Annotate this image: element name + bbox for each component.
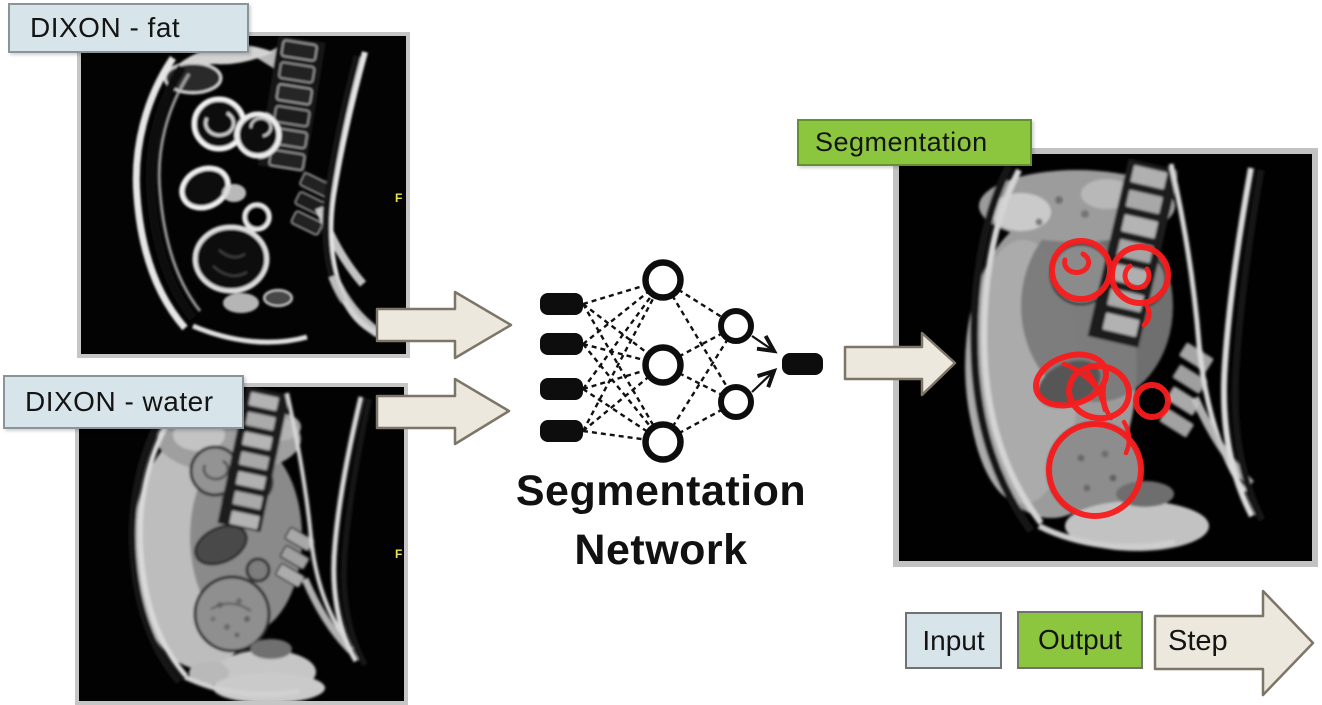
mri-segmentation-frame — [893, 148, 1318, 567]
mri-fat-anatomy — [132, 36, 388, 345]
label-dixon-fat: DIXON - fat — [8, 3, 249, 53]
network-output-node — [782, 353, 823, 375]
legend-step-text: Step — [1168, 625, 1228, 657]
legend-input-box: Input — [905, 612, 1002, 669]
legend-output-box: Output — [1017, 611, 1143, 669]
network-edges-layer2 — [661, 278, 738, 444]
mri-fat-image: F — [81, 36, 406, 354]
orientation-marker-water: F — [395, 547, 402, 561]
network-hidden2-nodes — [718, 308, 754, 420]
mri-fat-frame: F — [77, 32, 410, 358]
mri-segmentation-image — [899, 154, 1312, 561]
orientation-marker-fat: F — [395, 191, 402, 205]
network-input-nodes — [540, 293, 583, 442]
mri-water-image: F — [79, 387, 404, 701]
legend-input-text: Input — [922, 624, 985, 656]
network-title: Segmentation Network — [441, 462, 881, 581]
segmentation-contours — [1032, 238, 1171, 519]
legend-output-text: Output — [1037, 624, 1123, 655]
label-dixon-water: DIXON - water — [3, 375, 244, 429]
network-edges-layer1 — [581, 278, 665, 444]
network-edges-output — [751, 334, 778, 393]
network-title-line1: Segmentation — [515, 467, 807, 515]
network-title-line2: Network — [574, 526, 748, 575]
label-dixon-water-text: DIXON - water — [25, 386, 214, 417]
neural-network-icon — [540, 259, 823, 463]
label-segmentation-text: Segmentation — [815, 127, 988, 157]
label-dixon-fat-text: DIXON - fat — [30, 12, 181, 43]
label-segmentation: Segmentation — [797, 119, 1032, 166]
mri-water-frame: F — [75, 383, 408, 705]
mri-water-anatomy — [128, 387, 372, 701]
network-hidden1-nodes — [642, 259, 684, 463]
